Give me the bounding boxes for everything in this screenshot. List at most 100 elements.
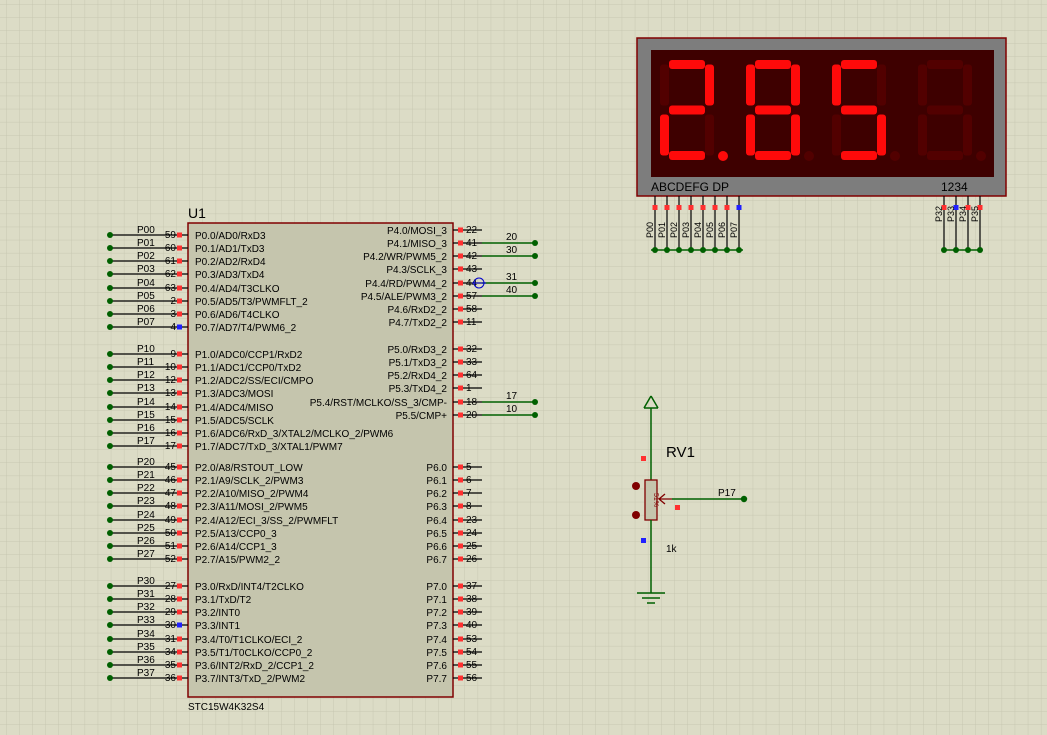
decimal-point bbox=[976, 151, 986, 161]
pin-function-label: P0.4/AD4/T3CLKO bbox=[195, 284, 280, 295]
pin-function-label: P1.1/ADC1/CCP0/TxD2 bbox=[195, 363, 302, 374]
wire-node bbox=[107, 464, 113, 470]
pin-function-label: P7.1 bbox=[426, 595, 447, 606]
net-label: P14 bbox=[137, 397, 155, 408]
digit-2 bbox=[746, 60, 814, 161]
pin-state-marker bbox=[458, 359, 463, 365]
wire-node bbox=[107, 583, 113, 589]
wire-node bbox=[532, 280, 538, 286]
decimal-point bbox=[890, 151, 900, 161]
net-label: P00 bbox=[645, 222, 655, 238]
pin-number: 29 bbox=[165, 607, 177, 618]
net-label: P12 bbox=[137, 370, 155, 381]
pin-number: 55 bbox=[466, 660, 478, 671]
pin-state-marker bbox=[700, 205, 706, 210]
pin-state-marker bbox=[177, 609, 182, 615]
net-label: P35 bbox=[137, 642, 155, 653]
pot-value: 1k bbox=[666, 544, 678, 555]
pin-state-marker bbox=[177, 364, 182, 370]
wire-node bbox=[532, 293, 538, 299]
pin-function-label: P7.3 bbox=[426, 621, 447, 632]
pin-state-marker bbox=[458, 543, 463, 549]
pin-state-marker bbox=[177, 583, 182, 589]
wire-node bbox=[107, 377, 113, 383]
wire-node bbox=[107, 232, 113, 238]
wire-node bbox=[107, 285, 113, 291]
wire-node bbox=[107, 311, 113, 317]
pin-function-label: P4.4/RD/PWM4_2 bbox=[365, 279, 447, 290]
pin-number: 30 bbox=[165, 620, 177, 631]
pot-terminal-a bbox=[632, 482, 640, 490]
net-label: P06 bbox=[717, 222, 727, 238]
pin-number: 24 bbox=[466, 528, 478, 539]
pin-function-label: P6.7 bbox=[426, 555, 447, 566]
segment-b bbox=[877, 64, 886, 106]
pin-state-marker bbox=[458, 372, 463, 378]
pin-state-marker bbox=[652, 205, 658, 210]
wire-node bbox=[107, 390, 113, 396]
pin-function-label: P6.3 bbox=[426, 502, 447, 513]
pin-function-label: P0.3/AD3/TxD4 bbox=[195, 270, 265, 281]
pin-state-marker bbox=[977, 205, 983, 210]
pin-state-marker bbox=[458, 503, 463, 509]
pin-state-marker bbox=[458, 399, 463, 405]
pin-number: 22 bbox=[466, 225, 478, 236]
pin-state-marker bbox=[177, 377, 182, 383]
pin-state-marker bbox=[458, 596, 463, 602]
net-label: P36 bbox=[137, 655, 155, 666]
pin-state-marker bbox=[177, 351, 182, 357]
pin-number: 41 bbox=[466, 238, 478, 249]
pin-function-label: P0.2/AD2/RxD4 bbox=[195, 257, 266, 268]
pin-state-marker bbox=[664, 205, 670, 210]
pin-number: 28 bbox=[165, 594, 177, 605]
pin-state-marker bbox=[177, 443, 182, 449]
wire-label: 40 bbox=[506, 285, 518, 296]
pin-state-marker bbox=[177, 477, 182, 483]
pin-number: 1 bbox=[466, 383, 472, 394]
wire-node bbox=[107, 443, 113, 449]
segment-c bbox=[791, 114, 800, 156]
pin-number: 64 bbox=[466, 370, 478, 381]
net-label: P15 bbox=[137, 410, 155, 421]
pin-number: 59 bbox=[165, 230, 177, 241]
pin-number: 34 bbox=[165, 647, 177, 658]
pin-state-marker bbox=[676, 205, 682, 210]
pin-function-label: P1.7/ADC7/TxD_3/XTAL1/PWM7 bbox=[195, 442, 343, 453]
wire-node bbox=[107, 517, 113, 523]
power-terminal-icon bbox=[643, 395, 659, 409]
potentiometer-rv1[interactable]: RV1 51% P17 1k bbox=[632, 395, 748, 604]
net-label: P16 bbox=[137, 423, 155, 434]
pin-state-marker bbox=[953, 205, 959, 210]
pin-state-marker bbox=[458, 583, 463, 589]
net-label: P31 bbox=[137, 589, 155, 600]
pin-number: 8 bbox=[466, 501, 472, 512]
pin-number: 20 bbox=[466, 410, 478, 421]
pin-function-label: P4.7/TxD2_2 bbox=[389, 318, 448, 329]
pin-number: 5 bbox=[466, 462, 472, 473]
net-label: P32 bbox=[934, 206, 944, 222]
segment-c bbox=[963, 114, 972, 156]
pin-number: 49 bbox=[165, 515, 177, 526]
segment-d bbox=[669, 151, 705, 160]
pin-number: 23 bbox=[466, 515, 478, 526]
digit-4 bbox=[918, 60, 986, 161]
pin-function-label: P0.5/AD5/T3/PWMFLT_2 bbox=[195, 297, 308, 308]
pin-state-marker bbox=[177, 503, 182, 509]
net-label: P04 bbox=[693, 222, 703, 238]
pin-state-marker bbox=[458, 464, 463, 470]
pin-function-label: P5.2/RxD4_2 bbox=[388, 371, 448, 382]
wire-node bbox=[107, 298, 113, 304]
pin-number: 12 bbox=[165, 375, 177, 386]
wire-node bbox=[532, 240, 538, 246]
segment-b bbox=[963, 64, 972, 106]
pin-function-label: P3.7/INT3/TxD_2/PWM2 bbox=[195, 674, 305, 685]
pot-body-label: 51% bbox=[652, 493, 659, 507]
chip-body[interactable] bbox=[187, 222, 454, 698]
pin-state-marker bbox=[458, 649, 463, 655]
pin-state-marker bbox=[177, 298, 182, 304]
pin-function-label: P0.1/AD1/TxD3 bbox=[195, 244, 265, 255]
pin-state-marker bbox=[458, 636, 463, 642]
